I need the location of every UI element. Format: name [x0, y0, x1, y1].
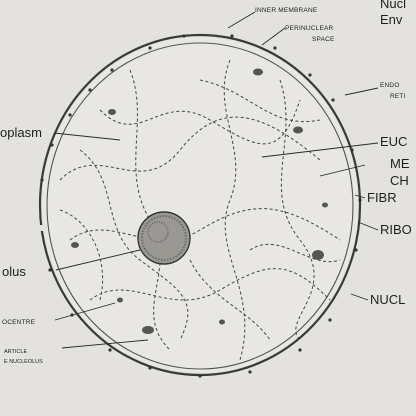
label-centre: OCENTRE — [2, 319, 36, 326]
label-article: ARTICLE — [4, 349, 27, 355]
nucleolus — [137, 211, 191, 265]
label-ribosome: RIBO — [380, 222, 412, 237]
label-perinuclear: PERINUCLEAR — [285, 25, 334, 32]
label-perinuclear-space: SPACE — [312, 36, 335, 43]
leader-lines — [53, 11, 379, 349]
label-endo: ENDO — [380, 82, 400, 89]
label-chromosome: CH — [390, 173, 409, 188]
label-nuclear-pore: NUCL — [370, 292, 405, 307]
ribosomes — [40, 34, 362, 378]
label-endo-reti: RETI — [390, 93, 406, 100]
label-nucleoplasm: oplasm — [0, 125, 42, 140]
inner-nuclear-membrane — [46, 42, 354, 370]
nucleus — [38, 33, 362, 378]
label-metaphase: ME — [390, 156, 410, 171]
labels: Nucl Env INNER MEMBRANE PERINUCLEAR SPAC… — [0, 0, 412, 365]
chromatin-fibres — [59, 59, 341, 361]
label-nucleolus: olus — [2, 264, 26, 279]
label-nucleus-top: Nucl — [380, 0, 406, 11]
nuclear-pores — [38, 225, 355, 295]
nucleoplasm-area — [42, 37, 358, 373]
label-euchromatin: EUC — [380, 134, 407, 149]
label-envelope-top: Env — [380, 12, 403, 27]
chromatin-clumps — [71, 68, 328, 334]
label-bottom-nucleolus: E NUCLEOLUS — [4, 359, 43, 365]
label-inner-membrane: INNER MEMBRANE — [255, 7, 318, 14]
label-fibril: FIBR — [367, 190, 397, 205]
